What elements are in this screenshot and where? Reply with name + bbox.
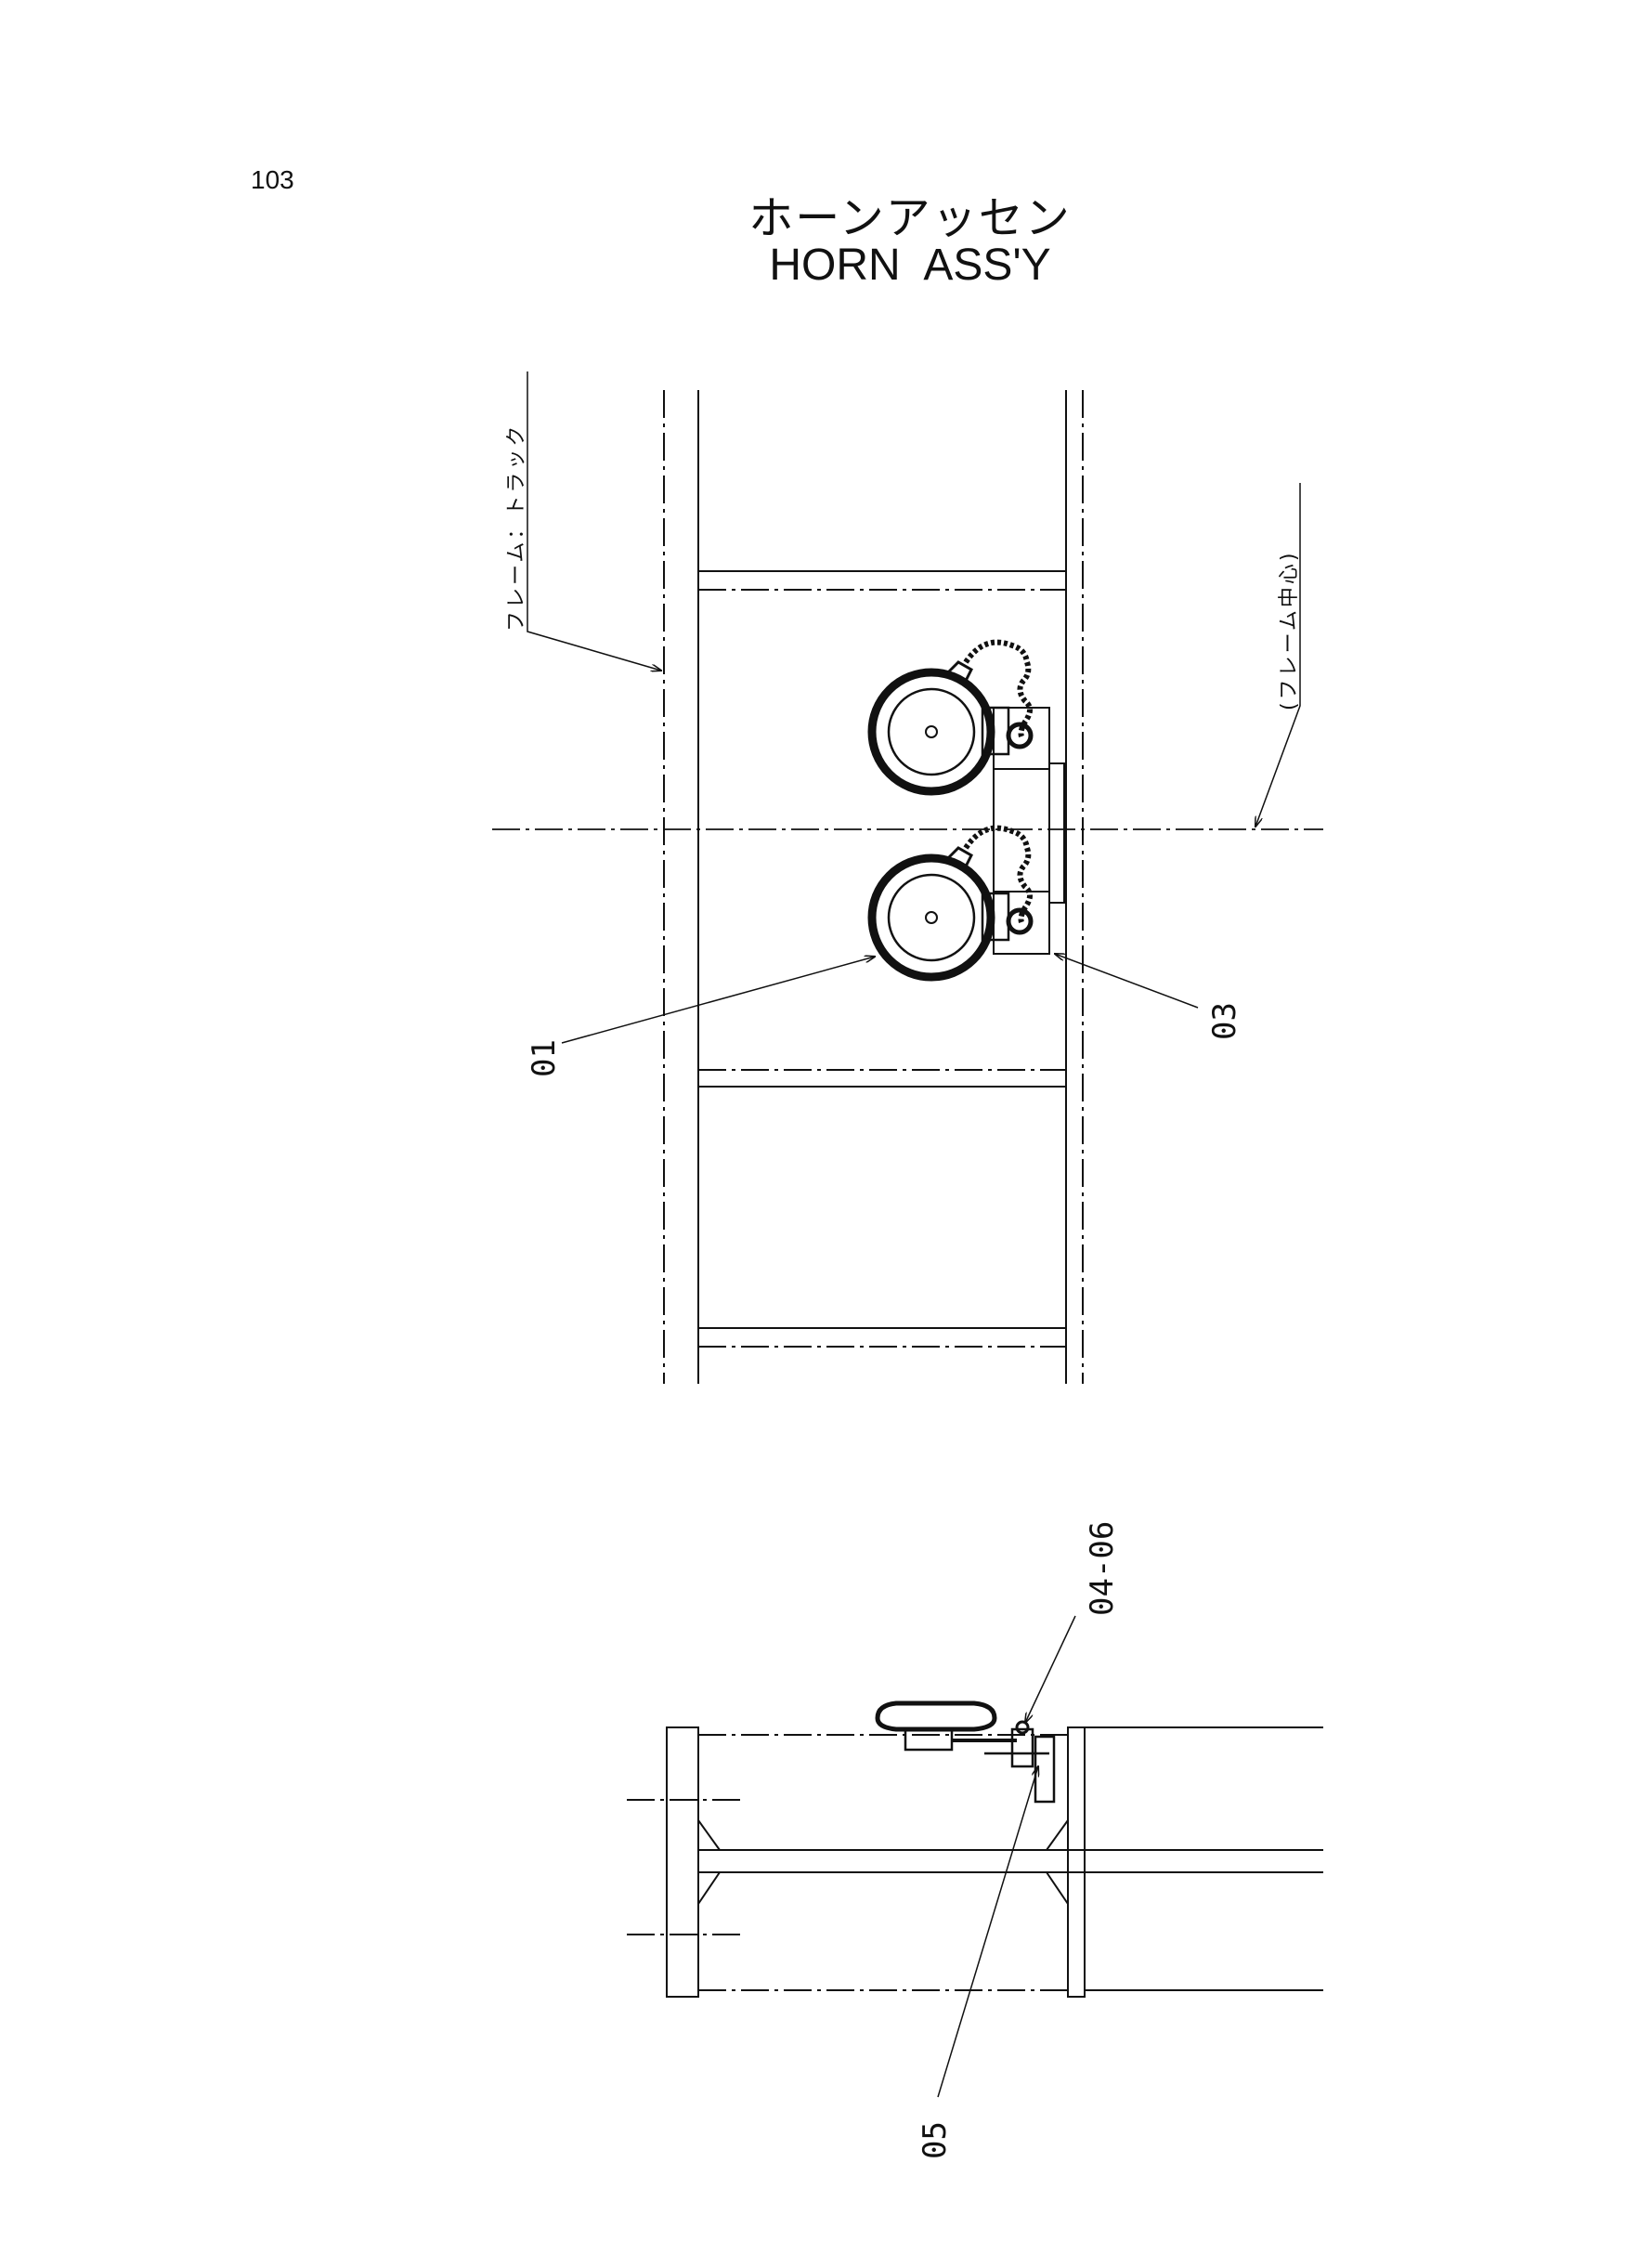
callout-04-06: 04-06 <box>1084 1521 1121 1616</box>
frame-center-label: (フレーム中心) <box>1278 550 1301 710</box>
right-frame-rail <box>1065 390 1084 1384</box>
callout-05: 05 <box>917 2121 954 2159</box>
callout-01: 01 <box>526 1039 563 1077</box>
leader-frame-center <box>1255 483 1301 827</box>
leader-05 <box>937 1766 1038 2098</box>
frame-track-label: フレーム：トラック <box>505 423 528 632</box>
cross-member-1 <box>697 570 1066 591</box>
cross-member-3 <box>698 1327 1066 1348</box>
horn-side-profile <box>875 1700 1056 1804</box>
horn-upper <box>867 639 1034 796</box>
leader-01 <box>561 957 875 1044</box>
cross-member-2 <box>698 1069 1066 1088</box>
horn-lower <box>867 825 1034 982</box>
page-number: 103 <box>251 165 294 194</box>
callout-03: 03 <box>1206 1002 1243 1040</box>
right-end-plate <box>1067 1726 1086 1998</box>
leader-04-06 <box>1025 1615 1076 1723</box>
top-view <box>492 371 1323 1384</box>
title-english: HORN ASS'Y <box>769 241 1051 290</box>
left-end-plate <box>666 1726 699 1998</box>
side-view <box>627 1615 1323 2098</box>
title-japanese: ホーンアッセン <box>748 192 1072 244</box>
leader-03 <box>1055 954 1199 1009</box>
left-frame-rail <box>663 390 699 1384</box>
leader-frame-track <box>527 371 661 671</box>
